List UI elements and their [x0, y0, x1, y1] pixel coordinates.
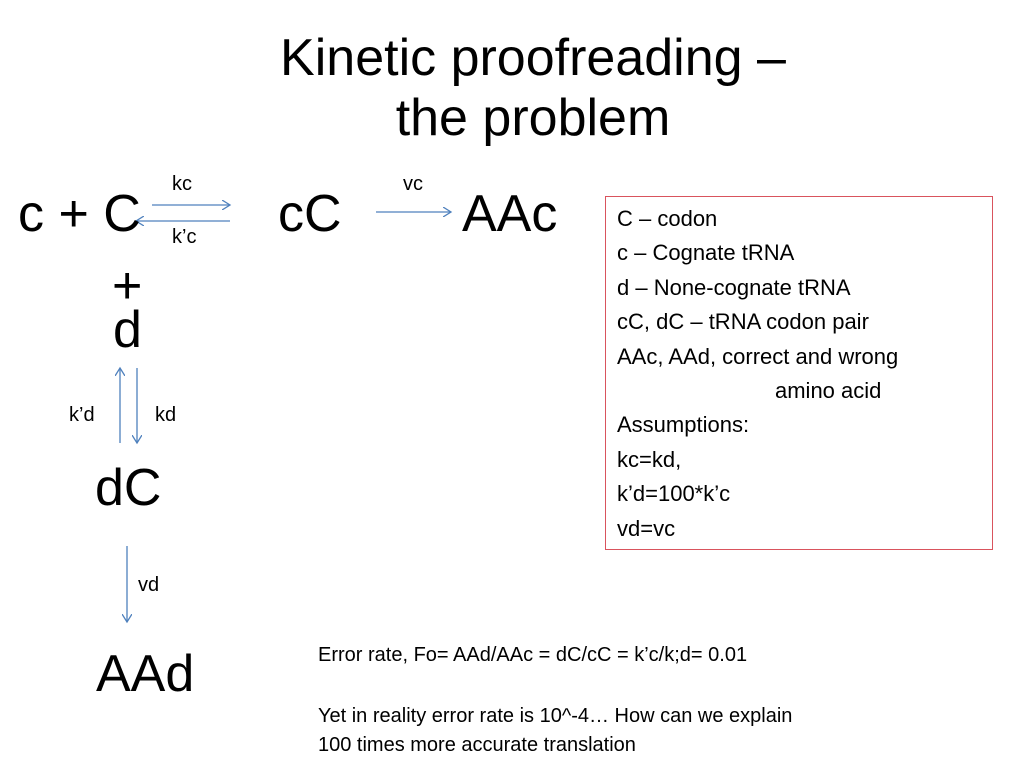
rate-vd: vd — [138, 574, 160, 596]
legend-line: c – Cognate tRNA — [617, 240, 795, 266]
species-dC: dC — [95, 459, 162, 517]
species-AAd: AAd — [96, 645, 195, 703]
rate-vc: vc — [403, 173, 423, 195]
legend-line: Assumptions: — [617, 412, 750, 438]
legend-box: C – codon c – Cognate tRNA d – None-cogn… — [605, 196, 993, 550]
species-c-plus-C: c + C — [18, 185, 141, 243]
legend-line: kc=kd, — [617, 446, 682, 472]
error-rate-text: Error rate, Fo= AAd/AAc = dC/cC = k’c/k;… — [318, 644, 748, 666]
slide-title: Kinetic proofreading – the problem — [0, 28, 1024, 148]
legend-line: amino acid — [775, 378, 882, 404]
species-AAc: AAc — [462, 185, 558, 243]
reality-text-line-1: Yet in reality error rate is 10^-4… How … — [318, 705, 793, 727]
species-cC: cC — [278, 185, 342, 243]
species-plus: + — [112, 257, 143, 315]
legend-line: d – None-cognate tRNA — [617, 274, 851, 300]
rate-kc: kc — [172, 173, 192, 195]
rate-kprime-c: k’c — [172, 226, 197, 248]
rate-kd: kd — [155, 404, 177, 426]
legend-line: k’d=100*k’c — [617, 481, 731, 507]
reality-text-line-2: 100 times more accurate translation — [318, 734, 636, 756]
legend-line: AAc, AAd, correct and wrong — [617, 343, 899, 369]
legend-line: C – codon — [617, 206, 718, 231]
title-line-1: Kinetic proofreading – — [280, 29, 786, 87]
legend-line: vd=vc — [617, 515, 676, 541]
legend-line: cC, dC – tRNA codon pair — [617, 309, 869, 335]
rate-kprime-d: k’d — [69, 404, 95, 426]
species-d: d — [113, 301, 142, 359]
title-line-2: the problem — [395, 89, 671, 147]
